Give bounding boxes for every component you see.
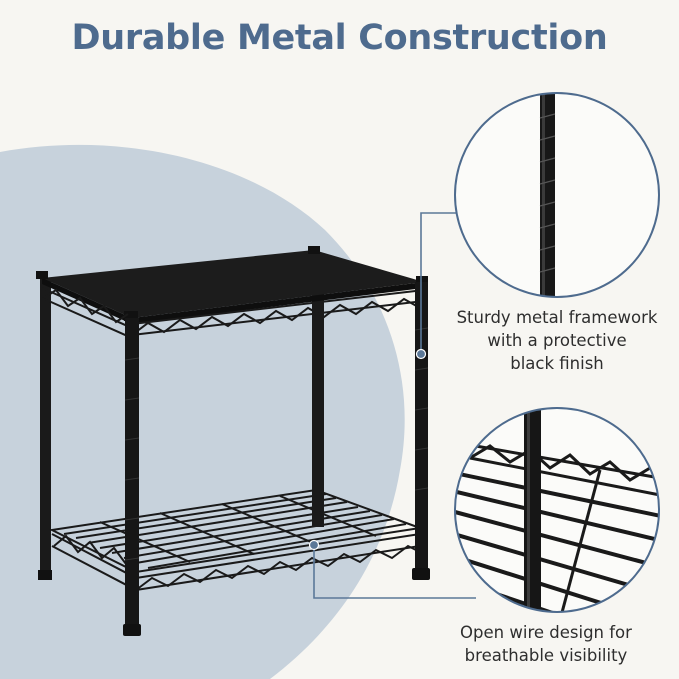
feature-caption-wire: Open wire design for breathable visibili…	[441, 621, 651, 667]
zoom-circle-post	[454, 92, 660, 298]
caption-line: Open wire design for	[460, 623, 632, 642]
caption-line: Sturdy metal framework	[456, 308, 658, 327]
wire-shelf-unit	[36, 246, 430, 636]
page-title: Durable Metal Construction	[71, 18, 608, 58]
callout-dot-1	[415, 348, 427, 360]
callout-connector-2	[313, 545, 476, 599]
caption-line: breathable visibility	[464, 646, 628, 665]
callout-dot-2	[308, 539, 320, 551]
zoom-circle-wire	[454, 407, 660, 613]
caption-line: with a protective	[487, 331, 627, 350]
callout-connector-1	[420, 212, 457, 354]
feature-caption-framework: Sturdy metal framework with a protective…	[441, 306, 673, 375]
caption-line: black finish	[510, 354, 604, 373]
